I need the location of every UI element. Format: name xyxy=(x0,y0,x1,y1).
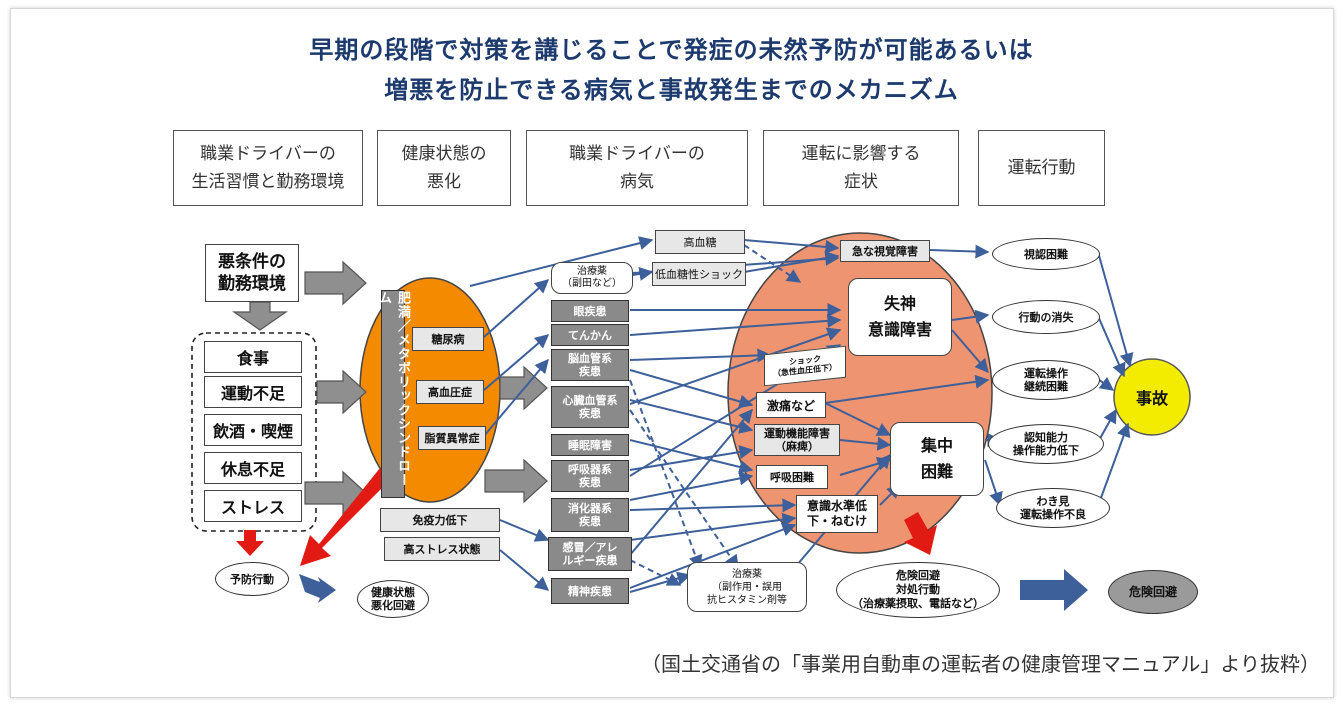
disease-cardiovascular: 心臓血管系 疾患 xyxy=(551,386,629,428)
risk-avoid-action: 危険回避 対処行動 （治療薬摂取、電話など） xyxy=(836,562,1000,618)
disease-hyperglycemia: 高血糖 xyxy=(655,230,745,254)
title-line-2: 増悪を防止できる病気と事故発生までのメカニズム xyxy=(384,76,959,104)
lifestyle-item-exercise: 運動不足 xyxy=(204,376,302,408)
treatment-drug-bottom: 治療薬 （副作用・誤用 抗ヒスタミン剤等 xyxy=(687,562,807,612)
prevention-action: 予防行動 xyxy=(215,562,289,596)
blue-arrow-avoid xyxy=(299,574,336,603)
lifestyle-item-diet: 食事 xyxy=(204,341,302,373)
header-symptoms: 運転に影響する 症状 xyxy=(763,130,959,206)
health-immune-decline: 免疫力低下 xyxy=(380,508,500,532)
disease-cold-allergy: 感冒／アレ ルギー疾患 xyxy=(548,537,632,571)
symptom-concentration: 集中 困難 xyxy=(890,422,984,496)
symptom-motor: 運動機能障害 （麻痺） xyxy=(754,424,840,456)
red-arrow-prevention xyxy=(300,468,392,566)
behavior-loss-of-action: 行動の消失 xyxy=(992,300,1100,334)
accident-circle xyxy=(1113,358,1191,436)
disease-sleep: 睡眠障害 xyxy=(551,434,629,456)
blue-arrow-result xyxy=(1020,569,1088,611)
behavior-visual-difficulty: 視認困難 xyxy=(992,238,1100,270)
gray-arrow-work xyxy=(304,260,367,306)
accident-label: 事故 xyxy=(1135,389,1168,408)
disease-eye: 眼疾患 xyxy=(551,300,629,322)
header-lifestyle: 職業ドライバーの 生活習慣と勤務環境 xyxy=(173,130,363,206)
title-line-1: 早期の段階で対策を講じることで発症の未然予防が可能あるいは xyxy=(309,36,1034,64)
behavior-cognition-decline: 認知能力 操作能力低下 xyxy=(988,424,1104,464)
health-dyslipidemia: 脂質異常症 xyxy=(418,426,486,450)
symptom-awareness: 意識水準低 下・ねむけ xyxy=(796,495,878,533)
symptom-vision-loss: 急な視覚障害 xyxy=(840,240,930,262)
lifestyle-item-stress: ストレス xyxy=(204,490,302,522)
gray-arrow-down xyxy=(232,301,288,331)
symptom-breath: 呼吸困難 xyxy=(756,465,828,489)
disease-digestive: 消化器系 疾患 xyxy=(551,498,629,532)
red-arrow-small xyxy=(236,530,264,556)
health-diabetes: 糖尿病 xyxy=(412,327,484,351)
lifestyle-item-drinking-smoking: 飲酒・喫煙 xyxy=(204,414,302,446)
risk-avoided: 危険回避 xyxy=(1108,570,1198,614)
health-avoid: 健康状態 悪化回避 xyxy=(357,580,429,618)
metabolic-syndrome-bar: 肥満／メタボリックシンドローム xyxy=(376,290,410,498)
treatment-drug-top: 治療薬 （副田など） xyxy=(551,262,633,294)
health-hypertension: 高血圧症 xyxy=(416,380,484,404)
bad-work-environment: 悪条件の 勤務環境 xyxy=(205,244,299,302)
lifestyle-dashed-group xyxy=(191,332,317,532)
gray-arrow-exercise xyxy=(316,369,367,415)
behavior-operation-difficulty: 運転操作 継続困難 xyxy=(992,360,1100,400)
behavior-inattention: わき見 運転操作不良 xyxy=(996,488,1110,528)
lifestyle-item-rest: 休息不足 xyxy=(204,452,302,484)
symptom-faint: 失神 意識障害 xyxy=(848,278,952,356)
header-diseases: 職業ドライバーの 病気 xyxy=(526,130,748,206)
disease-epilepsy: てんかん xyxy=(551,324,629,346)
header-driving-behavior: 運転行動 xyxy=(978,130,1105,206)
red-arrow-avoid xyxy=(904,512,937,555)
disease-hypoglycemic-shock: 低血糖性ショック xyxy=(652,262,746,286)
disease-cerebrovascular: 脳血管系 疾患 xyxy=(551,349,629,381)
health-high-stress: 高ストレス状態 xyxy=(384,537,500,561)
source-note: （国土交通省の「事業用自動車の運転者の健康管理マニュアル」より抜粋） xyxy=(641,652,1320,676)
disease-mental: 精神疾患 xyxy=(551,578,629,604)
header-health-worsening: 健康状態の 悪化 xyxy=(377,130,511,206)
gray-arrow-health-2 xyxy=(484,458,548,504)
symptom-pain: 激痛など xyxy=(756,392,826,418)
disease-respiratory: 呼吸器系 疾患 xyxy=(551,460,629,492)
